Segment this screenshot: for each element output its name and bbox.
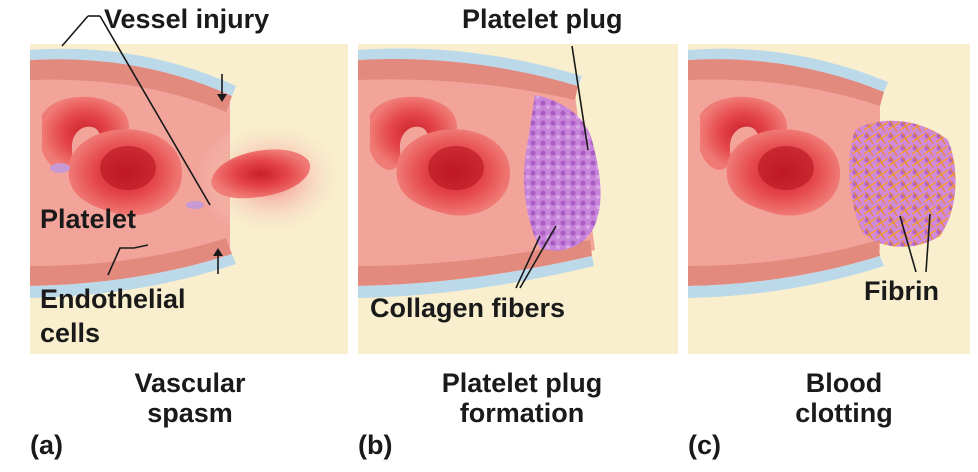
- panel-c-artwork: [688, 44, 970, 354]
- caption-a: Vascular spasm: [90, 368, 290, 428]
- label-endothelial: Endothelial: [40, 284, 186, 314]
- caption-a-line1: Vascular: [90, 368, 290, 398]
- caption-c-line1: Blood: [744, 368, 944, 398]
- caption-b: Platelet plug formation: [402, 368, 642, 428]
- label-collagen-fibers: Collagen fibers: [370, 293, 565, 323]
- panel-letter-b: (b): [358, 430, 392, 460]
- panel-letter-c: (c): [688, 430, 721, 460]
- label-platelet-plug: Platelet plug: [462, 4, 623, 34]
- label-vessel-injury: Vessel injury: [104, 4, 269, 34]
- caption-c: Blood clotting: [744, 368, 944, 428]
- label-cells: cells: [40, 318, 100, 348]
- panel-letter-a: (a): [30, 430, 63, 460]
- caption-a-line2: spasm: [90, 398, 290, 428]
- label-fibrin: Fibrin: [864, 276, 939, 306]
- caption-b-line1: Platelet plug: [402, 368, 642, 398]
- caption-c-line2: clotting: [744, 398, 944, 428]
- caption-b-line2: formation: [402, 398, 642, 428]
- label-platelet: Platelet: [40, 204, 136, 234]
